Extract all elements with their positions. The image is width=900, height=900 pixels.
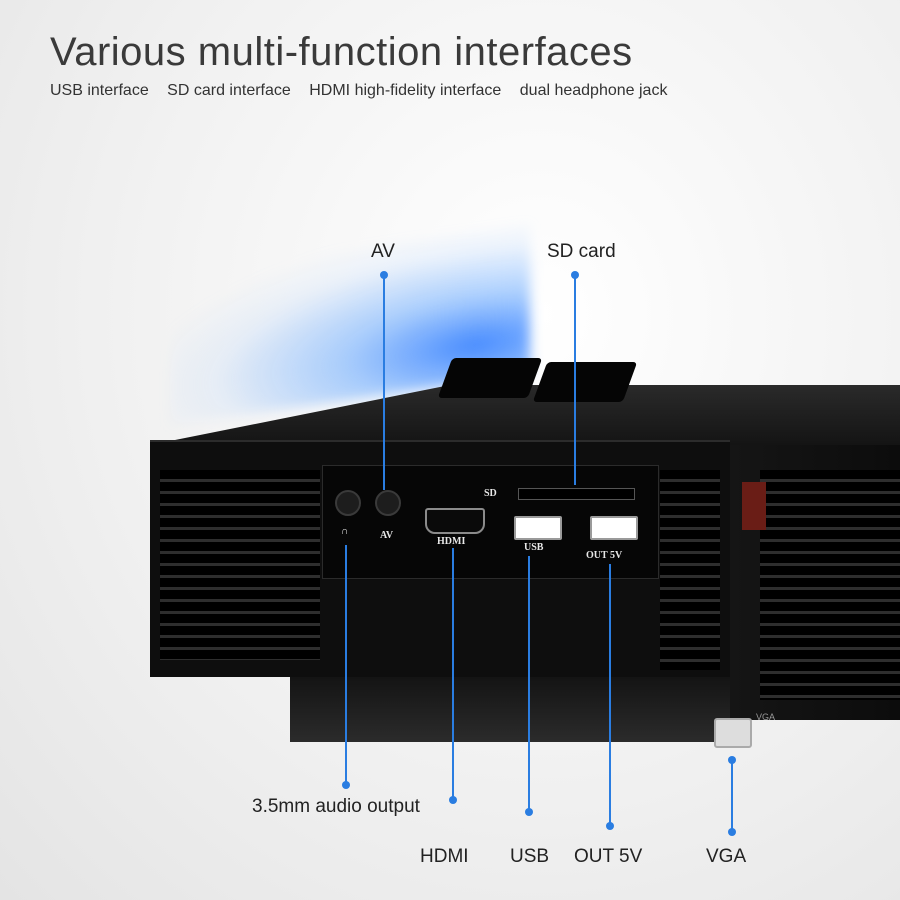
vga-port xyxy=(714,718,752,748)
feature-hdmi: HDMI high-fidelity interface xyxy=(309,82,502,99)
sd-callout-label: SD card xyxy=(547,241,616,262)
sd-port-label: SD xyxy=(484,488,497,499)
av-port-label: AV xyxy=(380,530,394,541)
av-callout-dot xyxy=(380,271,388,279)
out5v-callout-dot xyxy=(606,822,614,830)
vga-callout-dot-bottom xyxy=(728,828,736,836)
feature-usb: USB interface xyxy=(50,82,149,99)
usb-port-label: USB xyxy=(524,542,544,553)
av-callout-label: AV xyxy=(371,241,395,262)
headphone-jack xyxy=(335,490,361,516)
usb-callout-line xyxy=(528,556,530,812)
front-vents-left xyxy=(160,470,320,660)
red-indicator xyxy=(742,482,766,530)
av-jack xyxy=(375,490,401,516)
vga-callout-dot xyxy=(728,756,736,764)
feature-sd: SD card interface xyxy=(167,82,291,99)
usb-callout-label: USB xyxy=(510,846,550,867)
sd-callout-dot xyxy=(571,271,579,279)
feature-list: USB interface SD card interface HDMI hig… xyxy=(50,82,681,100)
hdmi-port-label: HDMI xyxy=(437,536,466,547)
usb-callout-dot xyxy=(525,808,533,816)
vga-callout-label: VGA xyxy=(706,846,747,867)
av-callout-line xyxy=(383,275,385,490)
page-title: Various multi-function interfaces xyxy=(50,30,633,74)
audio-callout-line xyxy=(345,545,347,785)
side-vents xyxy=(760,470,900,700)
keystone-knob xyxy=(532,362,638,402)
hdmi-callout-dot xyxy=(449,796,457,804)
usb-port xyxy=(514,516,562,540)
front-vents-right xyxy=(660,470,720,670)
out5v-callout-line xyxy=(609,564,611,826)
hdmi-callout-label: HDMI xyxy=(420,846,469,867)
headphone-port-label: ∩ xyxy=(341,526,349,537)
out5v-port xyxy=(590,516,638,540)
out5v-callout-label: OUT 5V xyxy=(574,846,643,867)
sd-card-slot xyxy=(518,488,635,500)
projector-base xyxy=(290,672,730,742)
out5v-port-label: OUT 5V xyxy=(586,550,623,561)
hdmi-callout-line xyxy=(452,548,454,800)
hdmi-port xyxy=(425,508,485,534)
audio-callout-label: 3.5mm audio output xyxy=(252,796,420,817)
feature-headphone: dual headphone jack xyxy=(519,82,668,99)
vga-port-label: VGA xyxy=(756,712,776,722)
sd-callout-line xyxy=(574,275,576,485)
focus-knob xyxy=(437,358,543,398)
vga-callout-line xyxy=(731,760,733,830)
audio-callout-dot xyxy=(342,781,350,789)
